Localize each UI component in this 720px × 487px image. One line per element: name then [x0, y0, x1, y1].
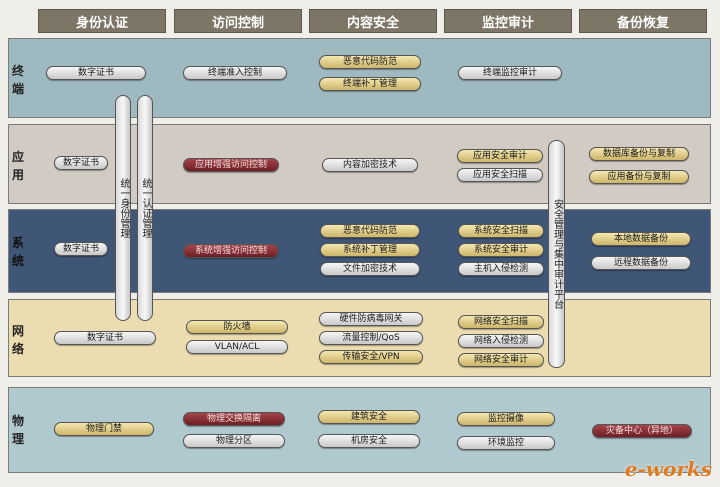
terminal-access-control: 终端准入控制: [183, 66, 287, 80]
network-digital-cert: 数字证书: [54, 331, 156, 345]
row-label-application: 应用: [11, 150, 24, 182]
col-header-backup: 备份恢复: [579, 9, 707, 33]
system-file-encryption: 文件加密技术: [320, 262, 420, 276]
network-firewall: 防火墙: [186, 320, 288, 334]
system-security-audit: 系统安全审计: [458, 243, 544, 257]
physical-partition: 物理分区: [183, 434, 285, 448]
application-enhanced-access-control: 应用增强访问控制: [183, 158, 279, 172]
vertical-security-audit-platform: 安全管理与集中审计平台: [548, 140, 565, 368]
system-malware-protection: 恶意代码防范: [320, 224, 420, 238]
network-security-scan: 网络安全扫描: [458, 315, 544, 329]
physical-camera-monitoring: 监控摄像: [457, 412, 555, 426]
terminal-malware-protection: 恶意代码防范: [319, 55, 421, 69]
application-app-backup: 应用备份与复制: [589, 170, 689, 184]
col-header-audit: 监控审计: [444, 9, 572, 33]
network-intrusion-detection: 网络入侵检测: [458, 334, 544, 348]
col-header-identity: 身份认证: [38, 9, 166, 33]
network-qos: 流量控制/QoS: [319, 331, 423, 345]
system-digital-cert: 数字证书: [54, 242, 108, 256]
terminal-patch-management: 终端补丁管理: [319, 77, 421, 91]
terminal-digital-cert: 数字证书: [46, 66, 146, 80]
vertical-unified-identity-management: 统一身份管理: [115, 95, 131, 321]
system-patch-management: 系统补丁管理: [320, 243, 420, 257]
network-av-gateway: 硬件防病毒网关: [319, 312, 423, 326]
col-header-content: 内容安全: [309, 9, 437, 33]
row-label-terminal: 终端: [11, 64, 24, 96]
network-security-audit: 网络安全审计: [458, 353, 544, 367]
vertical-unified-auth-management: 统一认证管理: [137, 95, 153, 321]
physical-datacenter-security: 机房安全: [318, 434, 420, 448]
col-header-access: 访问控制: [174, 9, 302, 33]
system-enhanced-access-control: 系统增强访问控制: [183, 244, 279, 258]
row-label-system: 系统: [11, 236, 24, 268]
system-security-scan: 系统安全扫描: [458, 224, 544, 238]
application-security-audit: 应用安全审计: [457, 149, 543, 163]
application-security-scan: 应用安全扫描: [457, 168, 543, 182]
application-db-backup: 数据库备份与复制: [589, 147, 689, 161]
application-content-encryption: 内容加密技术: [322, 158, 418, 172]
physical-environment-monitoring: 环境监控: [457, 436, 555, 450]
system-local-backup: 本地数据备份: [591, 232, 691, 246]
ework-logo: e-works: [624, 457, 712, 481]
physical-disaster-recovery-center: 灾备中心（异地）: [592, 424, 692, 438]
system-remote-backup: 远程数据备份: [591, 256, 691, 270]
physical-building-security: 建筑安全: [318, 410, 420, 424]
system-host-intrusion-detection: 主机入侵检测: [458, 262, 544, 276]
physical-access-control: 物理门禁: [54, 422, 154, 436]
network-vpn: 传输安全/VPN: [319, 350, 423, 364]
application-digital-cert: 数字证书: [54, 156, 108, 170]
terminal-monitoring-audit: 终端监控审计: [458, 66, 562, 80]
row-label-physical: 物理: [11, 414, 24, 446]
physical-exchange-isolation: 物理交换隔离: [183, 412, 285, 426]
row-label-network: 网络: [11, 324, 24, 356]
network-vlan-acl: VLAN/ACL: [186, 340, 288, 354]
